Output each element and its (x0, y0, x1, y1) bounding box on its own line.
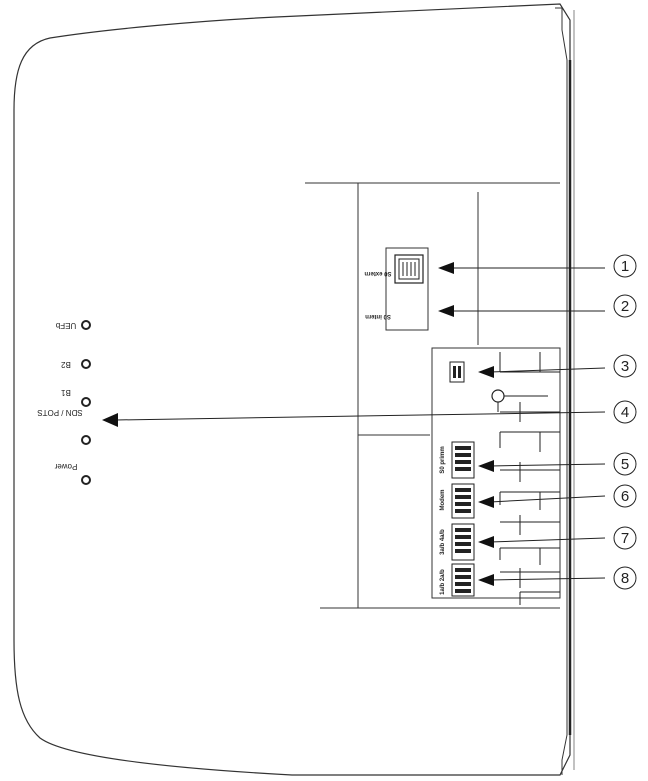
callout-arrow-1 (438, 262, 605, 274)
callout-number-2: 2 (621, 298, 629, 315)
callout-arrow-3 (478, 366, 606, 378)
ground-screw (491, 389, 548, 412)
label-modem: Modem (440, 490, 446, 511)
callout-2: 2 (613, 294, 637, 318)
label-tae-3-4: 3a/b 4a/b (440, 529, 446, 555)
led-b1: B1 (61, 388, 91, 407)
led-label-power: Power (54, 462, 77, 471)
callout-4: 4 (613, 400, 637, 424)
label-s0-primm: S0 primm (440, 446, 446, 473)
housing-right-edge (555, 7, 568, 775)
callout-number-1: 1 (621, 258, 629, 275)
lower-connector-block (431, 347, 561, 599)
callout-arrow-6 (478, 495, 606, 508)
led-power: Power (54, 462, 91, 485)
label-s0-intern: S0 intern (365, 313, 391, 319)
led-isdn-pots: SDN / POTS (37, 408, 91, 445)
led-label-b2: B2 (61, 360, 71, 369)
callout-arrow-8 (478, 574, 606, 586)
led-b2: B2 (61, 359, 91, 369)
callout-arrow-2 (438, 305, 605, 317)
callout-6: 6 (613, 484, 637, 508)
callout-number-5: 5 (621, 456, 629, 473)
terminal-tae-1-2 (451, 563, 475, 597)
callout-arrow-7 (478, 536, 606, 548)
callout-number-3: 3 (621, 358, 629, 375)
terminal-tae-3-4 (451, 523, 475, 561)
callout-7: 7 (613, 526, 637, 550)
callout-number-7: 7 (621, 530, 629, 547)
callout-arrow-5 (478, 460, 606, 472)
callout-8: 8 (613, 566, 637, 590)
callout-3: 3 (613, 354, 637, 378)
led-uefb: UEFb (55, 320, 91, 330)
led-label-b1: B1 (61, 388, 71, 397)
callout-1: 1 (613, 254, 637, 278)
terminal-modem (451, 483, 475, 519)
device-housing-outline (13, 3, 571, 776)
cable-clips (499, 352, 560, 605)
label-tae-1-2: 1a/b 2a/b (440, 569, 446, 595)
s0-extern-port (394, 254, 424, 284)
label-s0-extern: S0 extern (364, 270, 391, 276)
callout-number-8: 8 (621, 570, 629, 587)
callout-number-4: 4 (621, 404, 629, 421)
callout-5: 5 (613, 452, 637, 476)
dip-switch (449, 361, 465, 383)
callout-arrow-4 (102, 411, 606, 427)
terminal-s0-primm (451, 441, 475, 479)
callout-number-6: 6 (621, 488, 629, 505)
led-label-isdn-pots: SDN / POTS (37, 408, 82, 417)
led-label-uefb: UEFb (55, 321, 76, 330)
